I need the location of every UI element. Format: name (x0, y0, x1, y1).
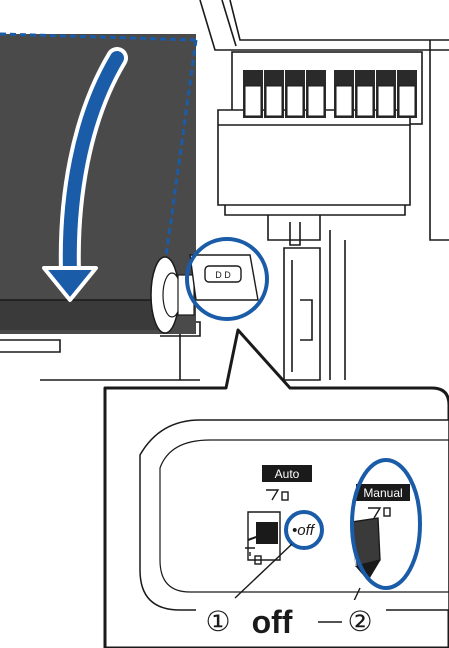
switch-state-label: •off (292, 522, 316, 539)
svg-text:D D: D D (215, 270, 231, 280)
manual-label: Manual (363, 486, 402, 500)
auto-label: Auto (275, 467, 300, 481)
marker-1-label: ① (205, 606, 230, 637)
auto-label-box: Auto (262, 465, 312, 482)
off-label: off (252, 604, 293, 640)
marker-2-label: ② (347, 606, 372, 637)
manual-label-box: Manual (356, 484, 410, 501)
roll-holder-switch: D D (190, 255, 258, 300)
